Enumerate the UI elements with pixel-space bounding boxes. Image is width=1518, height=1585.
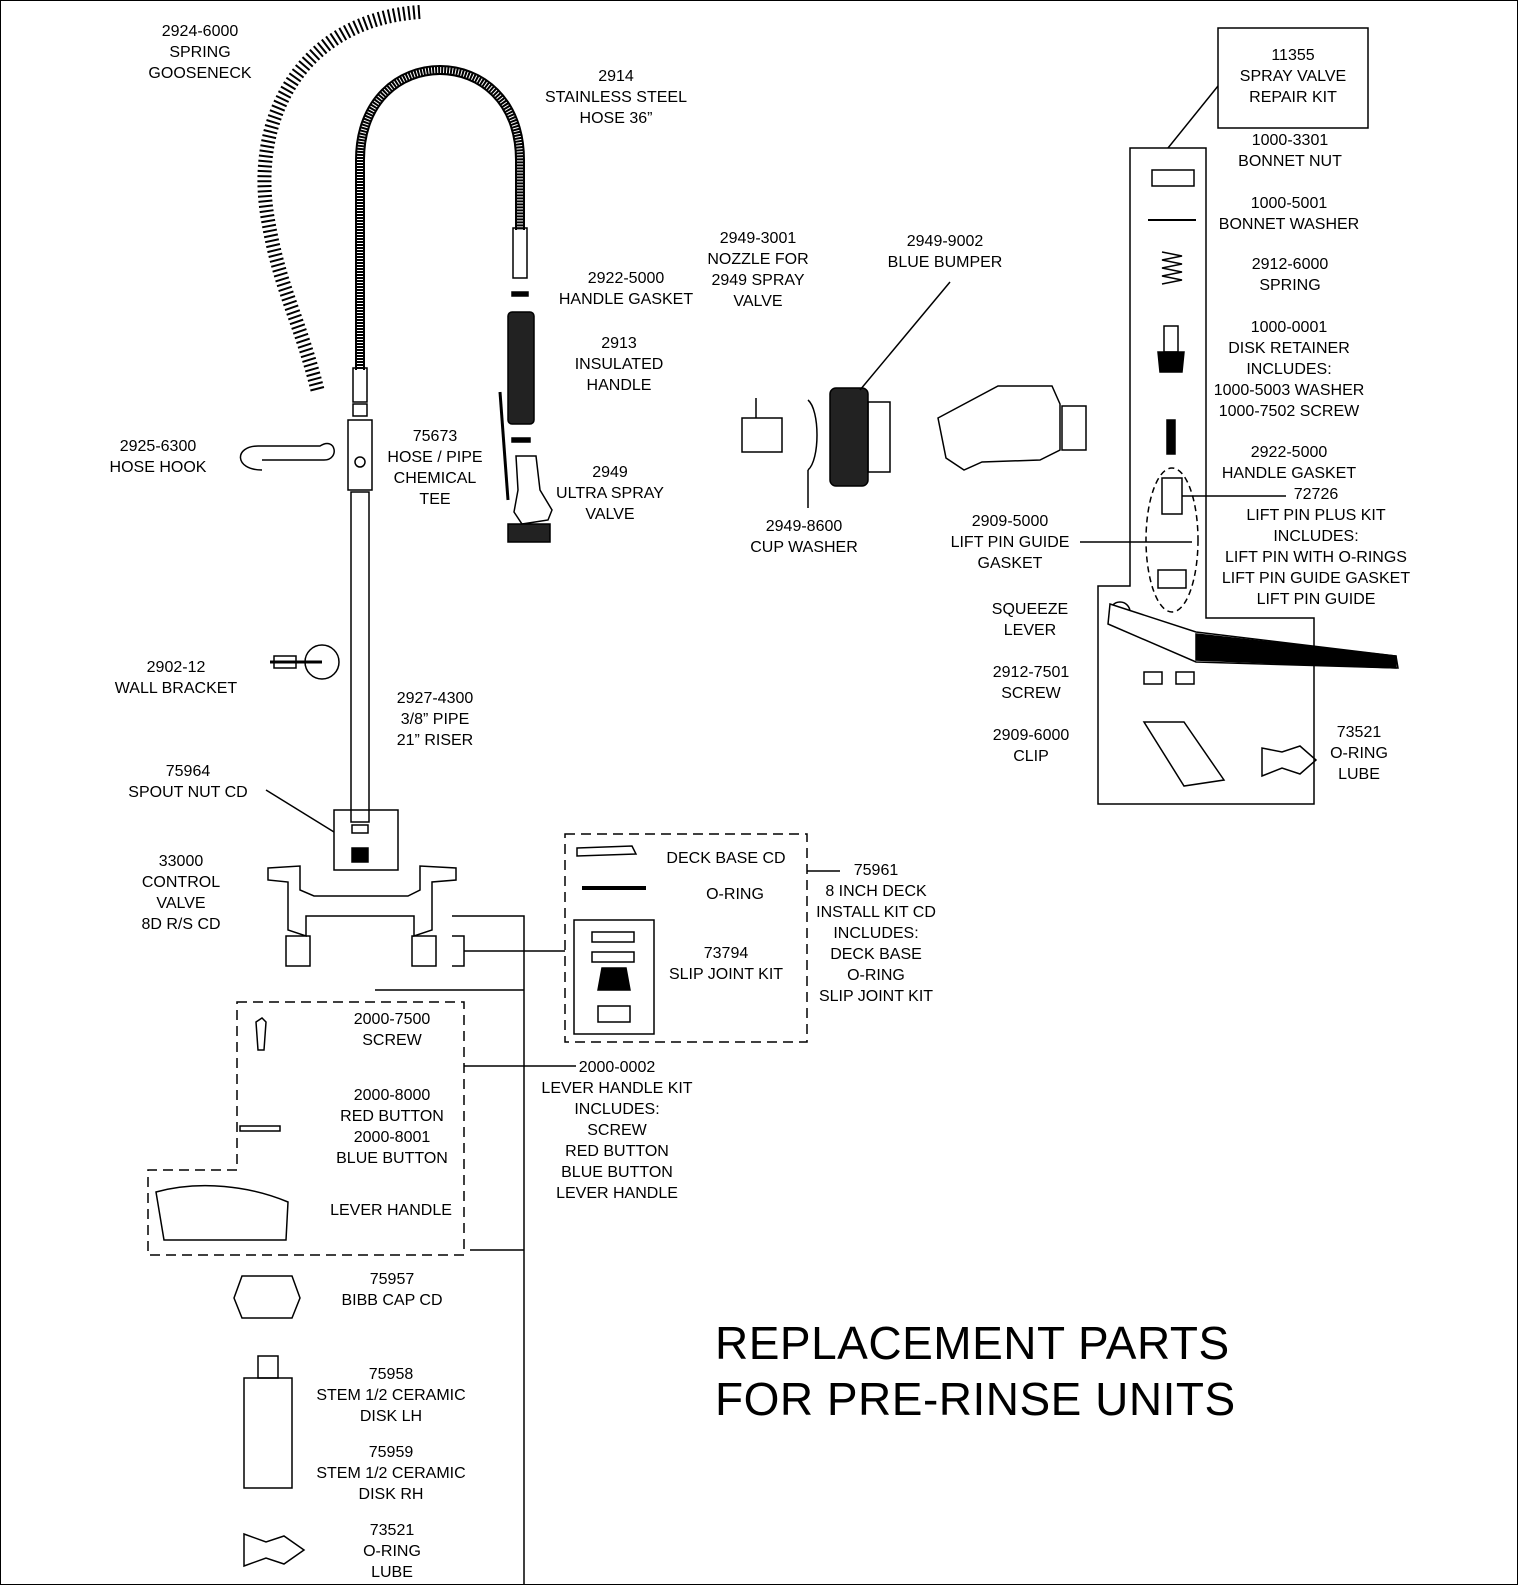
repair-kit-box — [1218, 28, 1368, 128]
clip-icon — [1144, 722, 1224, 786]
oring-lube-right-icon — [1262, 746, 1316, 776]
lever-handle-kit-box — [148, 1002, 464, 1255]
repair-kit-panel — [1098, 148, 1314, 804]
spring-icon — [1162, 252, 1182, 284]
spray-valve-icon — [514, 456, 552, 524]
stem-icon — [244, 1378, 292, 1488]
hose-fitting-icon — [513, 228, 527, 278]
nozzle-icon — [742, 418, 782, 452]
spray-valve-body-icon — [938, 386, 1060, 470]
control-valve-icon — [268, 866, 456, 936]
deck-kit-box — [565, 834, 807, 1042]
insulated-handle-icon — [508, 312, 534, 424]
spring-gooseneck-icon — [264, 12, 420, 392]
disk-retainer-icon — [1164, 326, 1178, 352]
label-lever-handle: LEVER HANDLE — [330, 1202, 452, 1219]
label-oring: O-RING — [706, 886, 764, 903]
oring-lube-bottom-icon — [244, 1534, 304, 1566]
bonnet-nut-icon — [1152, 170, 1194, 186]
spout-nut-box — [334, 810, 398, 870]
bibb-cap-icon — [234, 1276, 300, 1318]
hose-hook-icon — [240, 444, 334, 470]
screw-icon — [1144, 672, 1162, 684]
label-deck-base: DECK BASE CD — [666, 850, 786, 867]
blue-bumper-icon — [830, 388, 868, 486]
chemical-tee-icon — [348, 420, 372, 490]
lever-handle-icon — [156, 1186, 288, 1240]
page-title: REPLACEMENT PARTS FOR PRE-RINSE UNITS — [715, 1317, 1236, 1425]
stainless-hose-icon — [360, 70, 520, 370]
cup-washer-icon — [808, 400, 817, 470]
slip-joint-box — [574, 920, 654, 1034]
lift-pin-kit-outline — [1146, 468, 1198, 612]
riser-pipe-icon — [351, 492, 369, 822]
